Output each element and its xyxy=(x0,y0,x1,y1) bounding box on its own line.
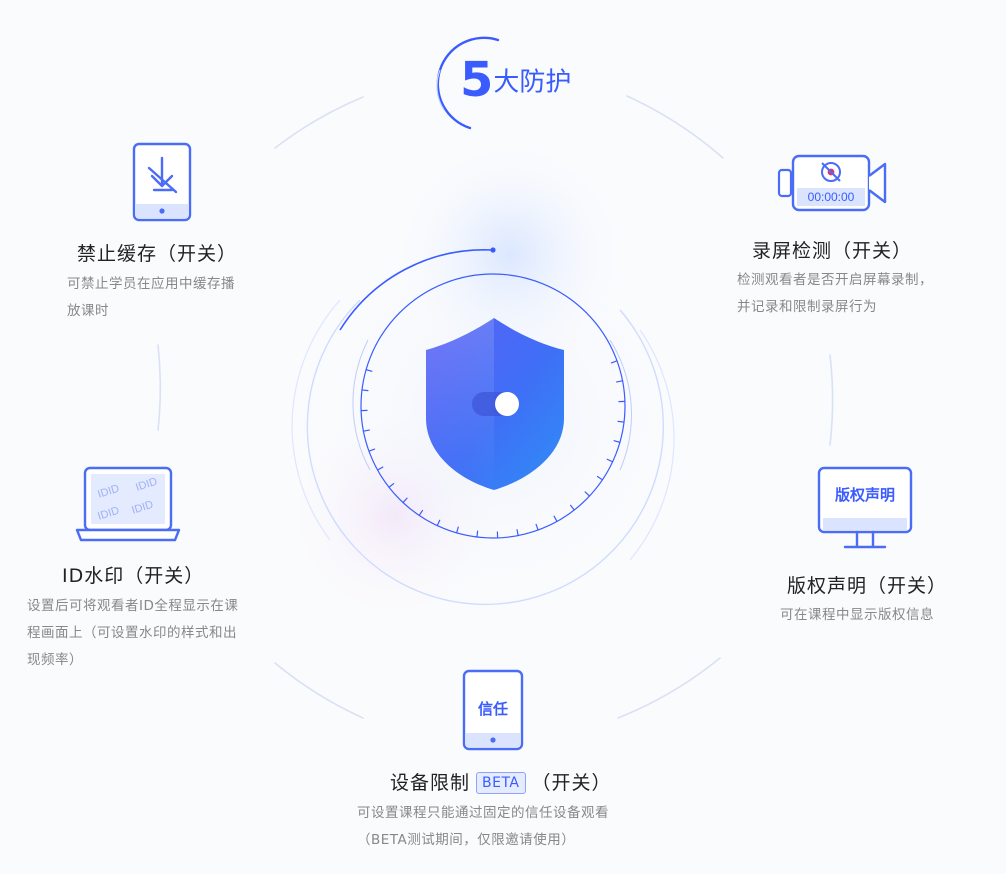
feature-desc: 设置后可将观看者ID全程显示在课程画面上（可设置水印的样式和出现频率） xyxy=(27,598,239,668)
copyright-monitor-icon: 版权声明 xyxy=(817,466,913,549)
dial-tick xyxy=(418,509,424,517)
feature-title: 禁止缓存（开关） xyxy=(77,243,238,265)
feature-no-cache: 禁止缓存（开关） xyxy=(77,239,237,266)
record-timer-text: 00:00:00 xyxy=(808,190,855,204)
dial-tick xyxy=(596,475,604,481)
trusted-phone-icon: 信任 xyxy=(462,669,524,751)
feature-copyright: 版权声明（开关） xyxy=(787,571,947,598)
heading-five-protections: 5大防护 xyxy=(460,52,571,108)
copyright-icon-text: 版权声明 xyxy=(835,486,895,504)
dial-tick xyxy=(436,519,441,527)
feature-desc-line: 可设置课程只能通过固定的信任设备观看 xyxy=(357,805,609,821)
dial-tick xyxy=(376,466,384,471)
dial-tick xyxy=(569,504,575,511)
watermark-laptop-icon: IDID IDID IDID IDID xyxy=(75,466,181,542)
dial-tick xyxy=(365,369,373,372)
feature-desc: 可禁止学员在应用中缓存播放课时 xyxy=(67,276,235,319)
dial-tick xyxy=(516,529,519,537)
dial-tick xyxy=(361,389,369,392)
feature-desc-line: （BETA测试期间，仅限邀请使用） xyxy=(357,832,576,848)
feature-title-suffix: （开关） xyxy=(531,772,612,794)
shield-toggle-icon xyxy=(426,318,564,490)
dial-tick xyxy=(616,380,624,383)
beta-badge: BETA xyxy=(476,772,526,794)
feature-title: 设备限制 xyxy=(390,772,471,794)
dial-tick xyxy=(613,440,621,443)
dial-tick xyxy=(617,420,625,423)
screen-record-icon: 00:00:00 xyxy=(777,154,887,212)
dial-tick xyxy=(476,530,479,538)
feature-desc: 可设置课程只能通过固定的信任设备观看 （BETA测试期间，仅限邀请使用） xyxy=(357,800,677,854)
dial-tick xyxy=(368,448,376,452)
trusted-icon-text: 信任 xyxy=(478,700,508,718)
feature-title: 版权声明（开关） xyxy=(787,575,948,597)
dial-tick xyxy=(553,515,558,523)
no-cache-icon xyxy=(132,142,192,222)
dial-tick xyxy=(606,458,614,463)
feature-desc: 可在课程中显示版权信息 xyxy=(780,607,934,623)
feature-desc: 检测观看者是否开启屏幕录制，并记录和限制录屏行为 xyxy=(737,272,933,315)
dial-tick xyxy=(402,497,408,504)
feature-id-watermark: ID水印（开关） xyxy=(62,561,204,588)
dial-tick xyxy=(388,482,395,488)
dial-tick xyxy=(362,429,370,432)
heading-number: 5 xyxy=(460,52,494,108)
dial-tick xyxy=(610,360,618,364)
heading-text: 大防护 xyxy=(493,67,572,98)
feature-title: ID水印（开关） xyxy=(62,565,205,587)
feature-screen-record: 录屏检测（开关） xyxy=(752,236,912,263)
dial-tick xyxy=(584,491,591,497)
dial-tick xyxy=(535,523,539,531)
feature-title: 录屏检测（开关） xyxy=(752,240,913,262)
dial-tick xyxy=(456,526,459,534)
